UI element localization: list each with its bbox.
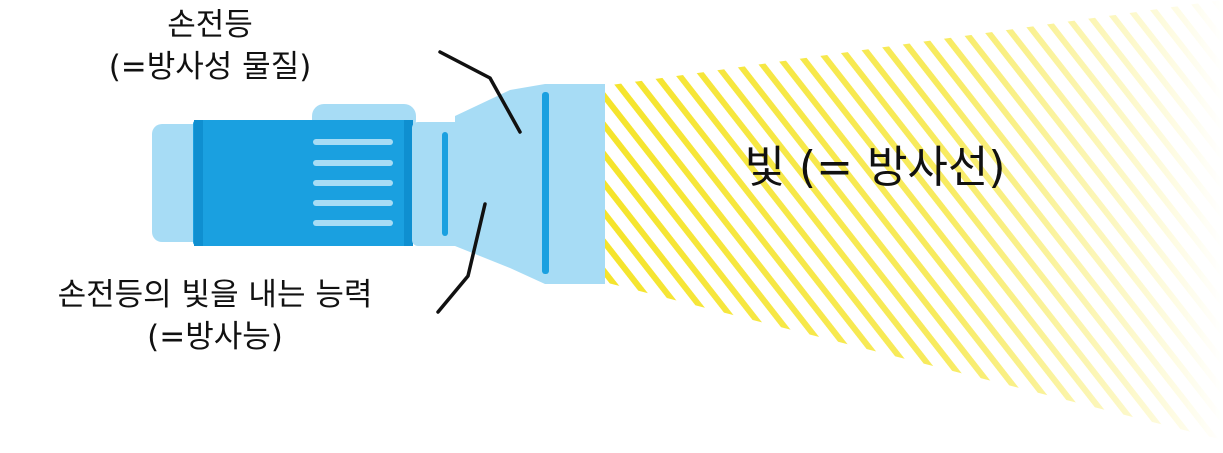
label-ability-line2: (=방사능) [147, 319, 283, 355]
pointer-line-ability [436, 202, 487, 314]
pointer-line-flashlight [438, 50, 522, 134]
barrel-stripe [313, 180, 393, 186]
label-light-text: 빛 (= 방사선) [744, 142, 1006, 193]
label-light: 빛 (= 방사선) [690, 140, 1060, 196]
neck-line [442, 132, 448, 236]
lens-line [542, 92, 549, 274]
light-beam-stripes [604, 0, 1223, 440]
barrel-ring-right [404, 120, 413, 246]
label-ability-line1: 손전등의 빛을 내는 능력 [57, 277, 373, 313]
light-beam [604, 0, 1223, 440]
barrel-stripes [313, 139, 393, 226]
flashlight-neck [412, 122, 462, 246]
barrel-stripe [313, 220, 393, 226]
label-flashlight-line1: 손전등 [167, 7, 253, 43]
barrel-stripe [313, 160, 393, 166]
flashlight-barrel [193, 120, 413, 246]
label-flashlight-line2: (=방사성 물질) [108, 49, 312, 85]
barrel-stripe [313, 200, 393, 206]
flashlight-head [455, 84, 605, 284]
label-ability: 손전등의 빛을 내는 능력 (=방사능) [0, 274, 430, 358]
barrel-stripe [313, 139, 393, 145]
barrel-ring-left [194, 120, 203, 246]
flashlight [152, 84, 605, 284]
label-flashlight: 손전등 (=방사성 물질) [60, 4, 360, 88]
